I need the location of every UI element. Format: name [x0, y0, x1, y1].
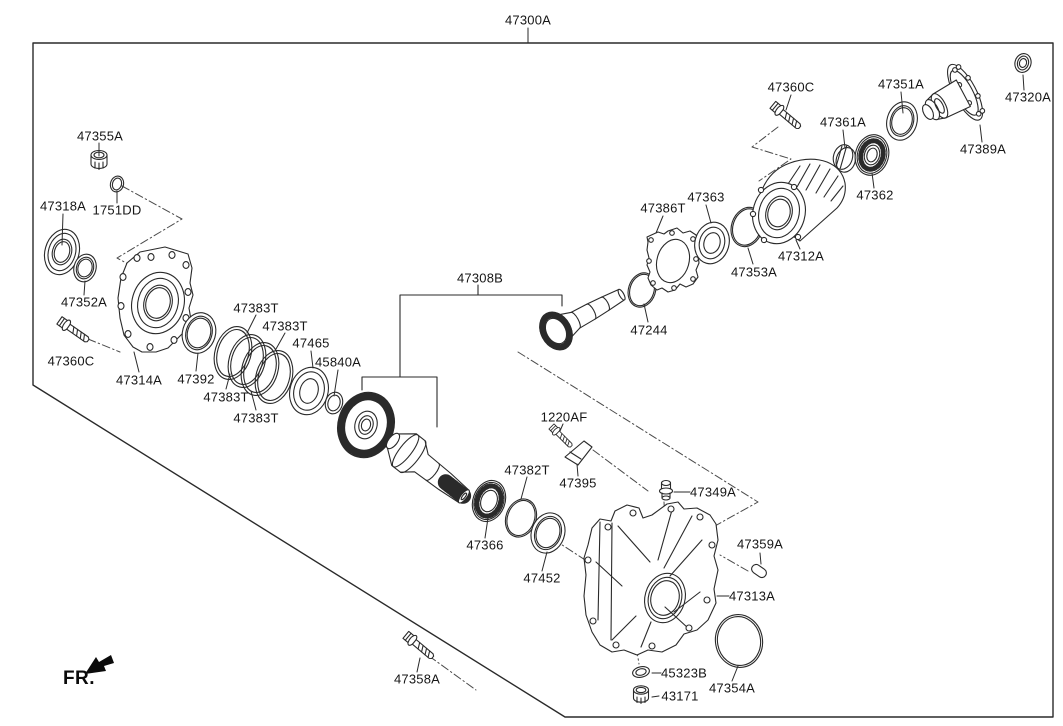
snap-ring-1751DD — [109, 175, 125, 193]
part-label-47360C-left: 47360C — [47, 353, 95, 369]
border-frame — [32, 42, 1054, 718]
part-label-47361A: 47361A — [819, 114, 867, 130]
part-label-45323B: 45323B — [660, 665, 708, 681]
washer-45323B — [632, 666, 650, 678]
part-label-47383T-3: 47383T — [203, 389, 249, 405]
part-label-1220AF: 1220AF — [540, 409, 588, 425]
front-housing-47314A — [117, 246, 194, 353]
oring-47354A — [714, 614, 764, 668]
companion-flange-47389A — [921, 63, 986, 121]
air-breather-47349A — [658, 479, 674, 501]
spring-sleeve-47361A — [832, 144, 857, 173]
part-label-47353A: 47353A — [730, 264, 778, 280]
part-label-47300A: 47300A — [504, 12, 552, 28]
part-label-47395: 47395 — [559, 475, 597, 491]
dowel-pin-47359A — [751, 563, 767, 579]
part-label-45840A: 45840A — [314, 354, 362, 370]
part-label-47355A: 47355A — [76, 128, 124, 144]
part-label-47349A: 47349A — [689, 484, 737, 500]
output-shaft — [385, 432, 472, 504]
part-label-1751DD: 1751DD — [92, 202, 142, 218]
lock-nut-47320A — [1014, 53, 1032, 73]
part-label-47312A: 47312A — [777, 248, 825, 264]
gasket-47386T — [646, 227, 701, 293]
part-label-47354A: 47354A — [708, 680, 756, 696]
part-label-47362: 47362 — [856, 187, 894, 203]
part-label-47351A: 47351A — [877, 76, 925, 92]
part-label-47359A: 47359A — [736, 536, 784, 552]
carrier-housing-47312A — [749, 158, 846, 245]
fr-direction-label: FR. — [62, 668, 96, 689]
part-label-47383T-2: 47383T — [262, 318, 308, 334]
ring-47352A — [73, 253, 97, 283]
part-label-47244: 47244 — [630, 322, 668, 338]
part-label-47452: 47452 — [523, 570, 561, 586]
part-label-47363: 47363 — [687, 189, 725, 205]
oil-seal-47392 — [181, 312, 217, 354]
part-label-47389A: 47389A — [959, 141, 1007, 157]
oil-seal-47318A — [43, 228, 81, 276]
part-label-47360C-right: 47360C — [767, 79, 815, 95]
part-label-47392: 47392 — [177, 371, 215, 387]
oil-seal-47452 — [530, 512, 566, 554]
fr-arrow-icon — [85, 655, 114, 674]
bolt-47358A — [401, 629, 438, 663]
bearing-47366 — [471, 479, 507, 523]
part-label-47383T-4: 47383T — [233, 410, 279, 426]
part-label-47320A: 47320A — [1004, 89, 1052, 105]
bracket-47308B — [361, 284, 563, 428]
part-label-43171: 43171 — [661, 688, 699, 704]
bearing-47363 — [694, 221, 730, 265]
hypoid-ring-gear-47308B — [337, 391, 395, 459]
part-label-47308B: 47308B — [456, 270, 504, 286]
oring-47244 — [627, 272, 657, 308]
leader-lines — [61, 27, 1025, 698]
part-label-47366: 47366 — [466, 537, 504, 553]
drain-plug-43171 — [632, 685, 650, 705]
bolt-47360C-right — [768, 99, 805, 133]
part-label-47318A: 47318A — [39, 198, 87, 214]
part-label-47386T: 47386T — [640, 200, 686, 216]
bracket-47395 — [564, 440, 593, 466]
bolt-47360C-left — [55, 314, 93, 346]
part-label-47314A: 47314A — [115, 372, 163, 388]
rear-housing-47313A — [583, 501, 719, 656]
part-label-47465: 47465 — [292, 335, 330, 351]
shim-rings-47383T — [213, 326, 294, 404]
part-label-47352A: 47352A — [60, 294, 108, 310]
hypoid-pinion-shaft — [539, 288, 626, 351]
bearing-race-47465 — [289, 366, 329, 416]
bearing-race-47351A — [886, 101, 918, 141]
part-label-47313A: 47313A — [728, 588, 776, 604]
part-label-47382T: 47382T — [504, 462, 550, 478]
part-label-47358A: 47358A — [393, 671, 441, 687]
bearing-47362 — [854, 134, 890, 176]
ring-45840A — [324, 391, 344, 415]
part-label-47383T-1: 47383T — [233, 300, 279, 316]
